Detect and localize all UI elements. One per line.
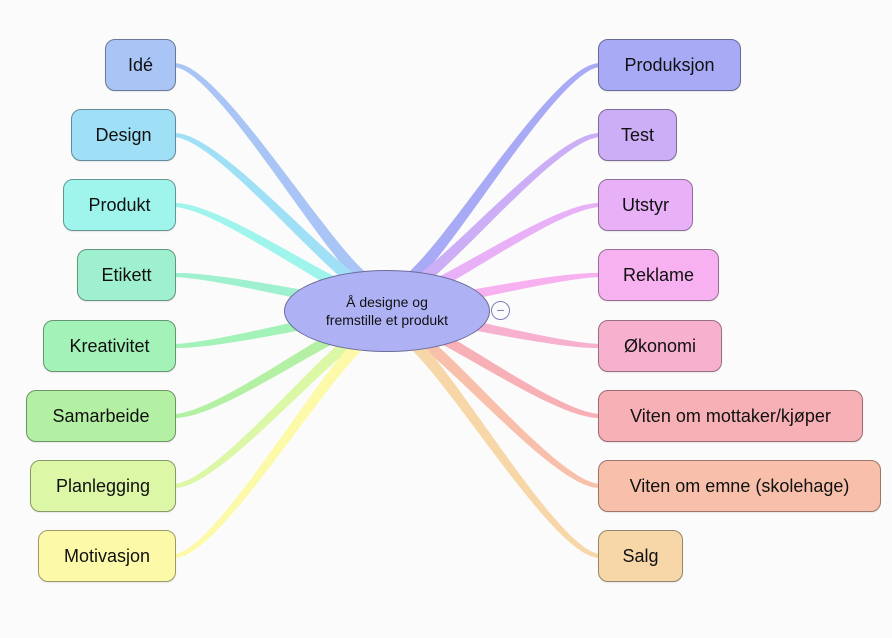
connector-left-6 — [174, 320, 375, 488]
topic-samarbeide[interactable]: Samarbeide — [26, 390, 176, 442]
central-topic-label: Å designe og fremstille et produkt — [312, 293, 462, 329]
central-topic-line-1: Å designe og — [346, 294, 428, 310]
topic-okonomi[interactable]: Økonomi — [598, 320, 722, 372]
connector-right-7 — [398, 328, 600, 558]
connector-right-1 — [399, 133, 600, 299]
connector-left-0 — [174, 63, 376, 291]
topic-viten-om-mottaker[interactable]: Viten om mottaker/kjøper — [598, 390, 863, 442]
topic-produksjon[interactable]: Produksjon — [598, 39, 741, 91]
topic-salg[interactable]: Salg — [598, 530, 683, 582]
topic-produkt[interactable]: Produkt — [63, 179, 176, 231]
topic-ide[interactable]: Idé — [105, 39, 176, 91]
topic-reklame[interactable]: Reklame — [598, 249, 719, 301]
topic-etikett[interactable]: Etikett — [77, 249, 176, 301]
topic-utstyr[interactable]: Utstyr — [598, 179, 693, 231]
topic-viten-om-emne[interactable]: Viten om emne (skolehage) — [598, 460, 881, 512]
topic-design[interactable]: Design — [71, 109, 176, 161]
topic-kreativitet[interactable]: Kreativitet — [43, 320, 176, 372]
connector-left-7 — [174, 328, 376, 558]
topic-planlegging[interactable]: Planlegging — [30, 460, 176, 512]
connector-right-0 — [398, 63, 600, 291]
central-topic-line-2: fremstille et produkt — [325, 312, 449, 328]
connector-left-1 — [174, 133, 375, 299]
topic-motivasjon[interactable]: Motivasjon — [38, 530, 176, 582]
topic-test[interactable]: Test — [598, 109, 677, 161]
central-topic[interactable]: Å designe og fremstille et produkt — [284, 270, 490, 352]
connector-right-6 — [399, 320, 600, 488]
minus-circle-icon[interactable]: − — [491, 301, 510, 320]
